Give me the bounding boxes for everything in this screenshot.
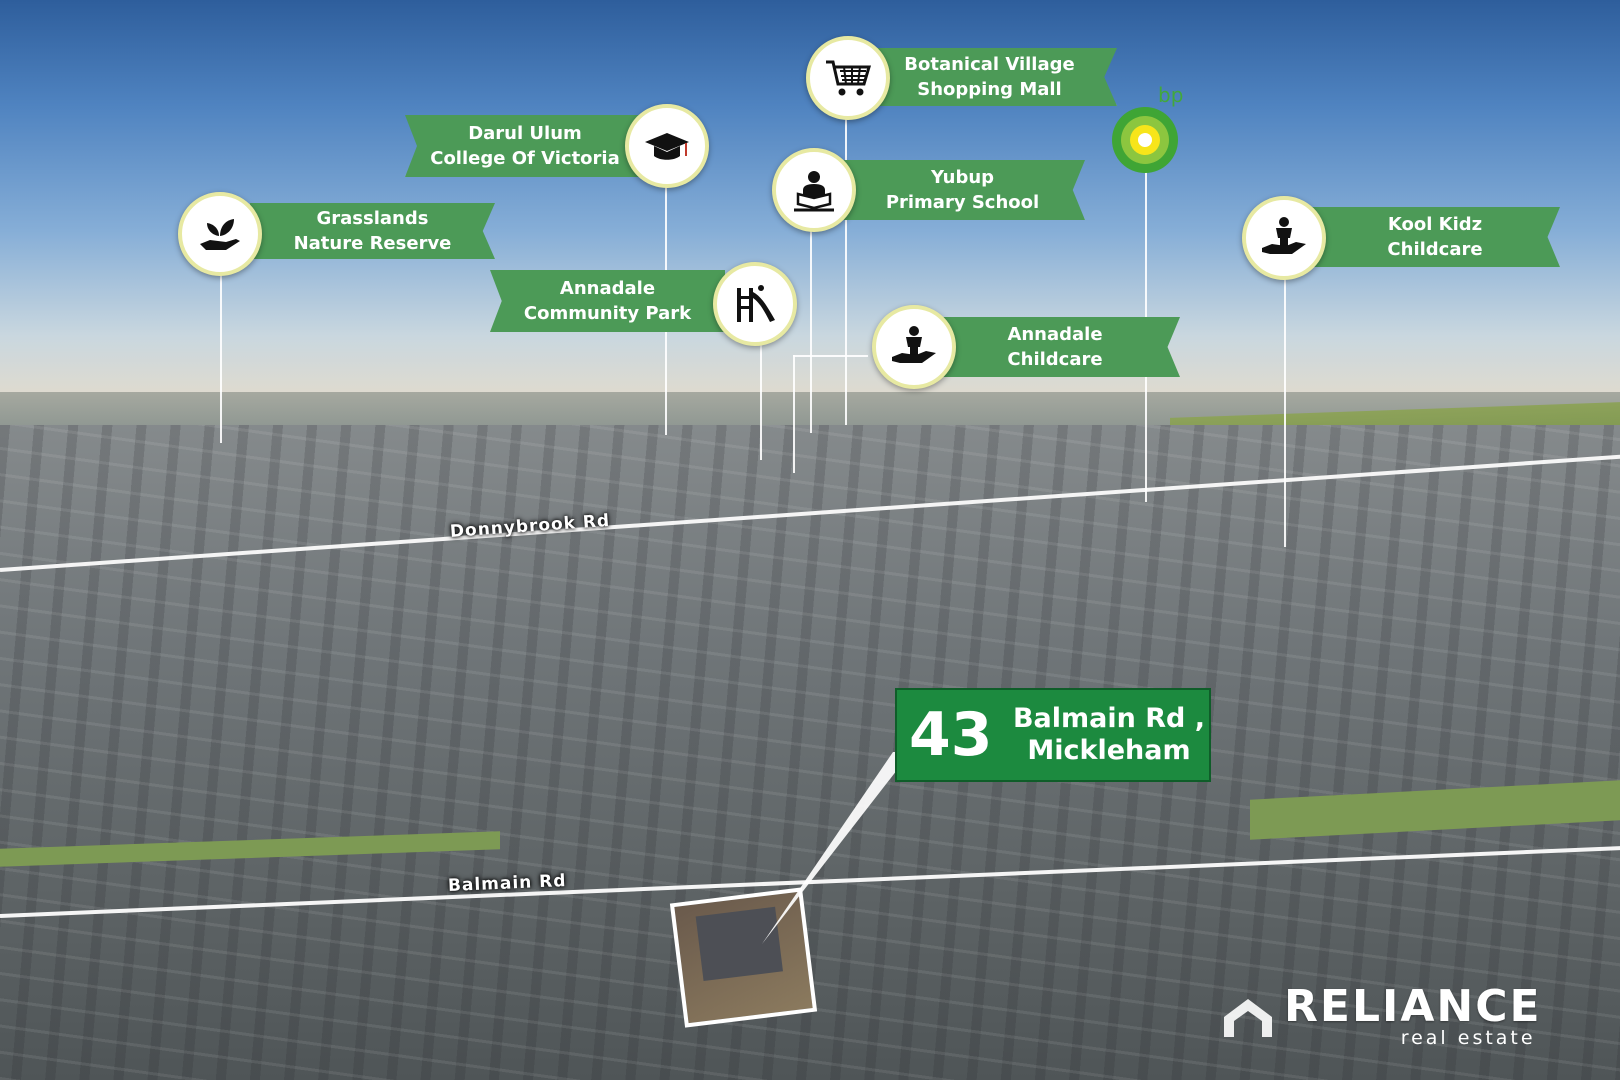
poi-name-line2: Primary School — [885, 192, 1040, 213]
poi-name-line2: Childcare — [1387, 239, 1483, 260]
poi-name-line1: Darul Ulum — [468, 123, 582, 144]
poi-name-line2: Community Park — [523, 303, 692, 324]
poi-name-line1: Yubup — [930, 167, 995, 188]
poi-icon-circle — [625, 104, 709, 188]
poi-name-line2: Childcare — [1007, 349, 1103, 370]
poi-icon-circle — [772, 148, 856, 232]
poi-icon-circle — [872, 305, 956, 389]
bp-logo-text: bp — [1158, 83, 1184, 107]
poi-name-line1: Annadale — [1007, 324, 1103, 345]
poi-name-line1: Grasslands — [316, 208, 429, 229]
reliance-logo: RELIANCE real estate — [1222, 981, 1542, 1049]
playground-slide-icon — [737, 285, 775, 322]
street-name: Balmain Rd , — [1012, 703, 1206, 734]
poi-connector — [845, 110, 847, 425]
brand-tagline: real estate — [1400, 1027, 1536, 1049]
brand-name: RELIANCE — [1284, 981, 1542, 1032]
house-number: 43 — [909, 700, 993, 770]
poi-connector — [760, 340, 762, 460]
poi-name-line2: College Of Victoria — [430, 148, 620, 169]
poi-name-line2: Nature Reserve — [293, 233, 452, 254]
poi-icon-circle — [1242, 196, 1326, 280]
poi-icon-circle — [178, 192, 262, 276]
poi-name-line1: Kool Kidz — [1387, 214, 1483, 235]
student-reading-icon — [794, 171, 834, 212]
childcare-hand-icon — [892, 326, 936, 363]
suburb-name: Mickleham — [1027, 735, 1191, 766]
childcare-hand-icon — [1262, 217, 1306, 254]
poi-connector — [220, 258, 222, 443]
address-label: 43 Balmain Rd , Mickleham — [895, 688, 1211, 782]
bp-helios-logo — [1112, 107, 1178, 173]
poi-name-line1: Botanical Village — [904, 54, 1075, 75]
poi-icon-circle — [806, 36, 890, 120]
nature-reserve-icon — [200, 219, 240, 250]
poi-connector — [793, 355, 795, 473]
poi-connector — [1284, 275, 1286, 547]
house-logo-icon — [1224, 999, 1272, 1037]
poi-connector — [810, 223, 812, 433]
poi-name-line2: Shopping Mall — [917, 79, 1062, 100]
address-text: Balmain Rd , Mickleham — [1009, 703, 1209, 767]
address-callout-pointer — [762, 752, 911, 944]
poi-connector — [793, 355, 868, 357]
poi-name-line1: Annadale — [559, 278, 656, 299]
poi-icon-circle — [713, 262, 797, 346]
graduation-cap-icon — [645, 133, 689, 160]
shopping-cart-icon — [826, 60, 872, 96]
